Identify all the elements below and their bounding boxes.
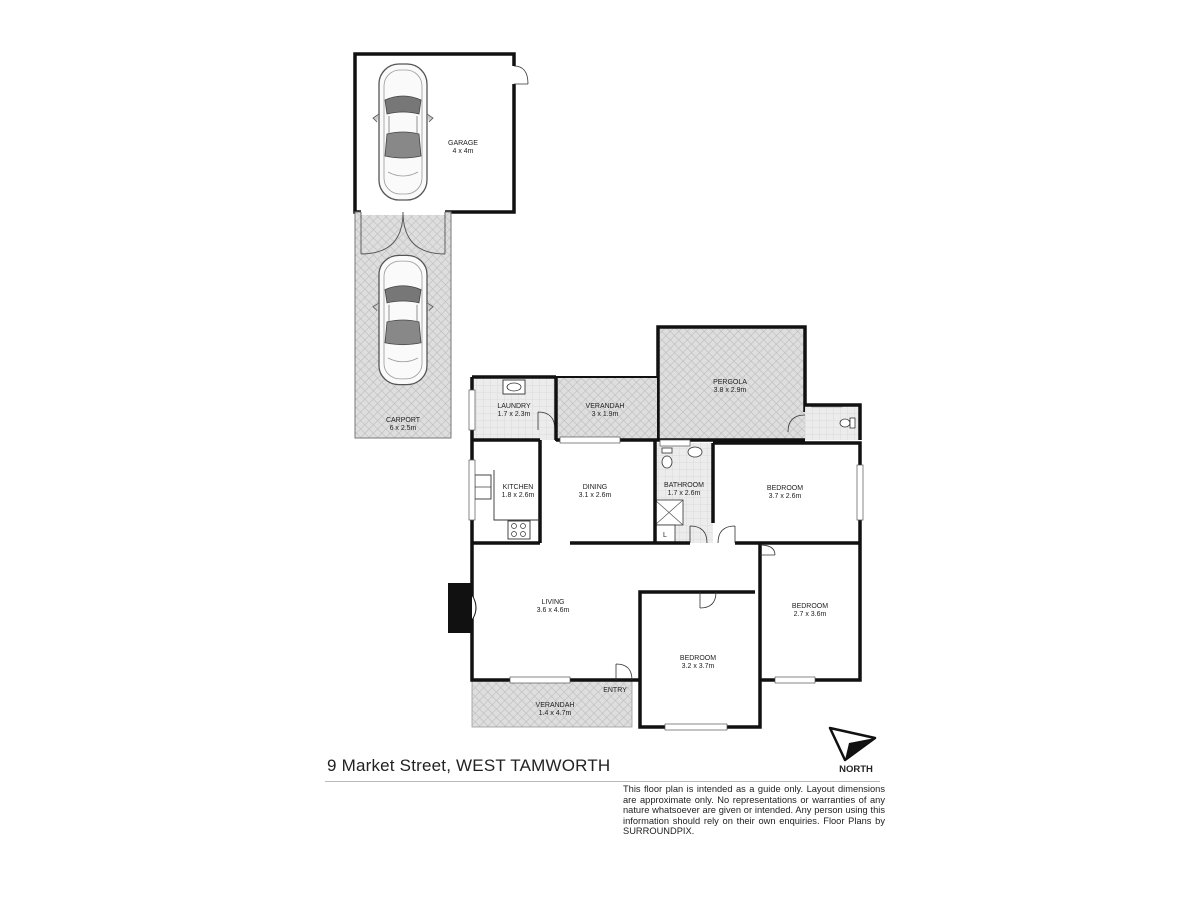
toilet-icon (839, 418, 851, 428)
linen-label: L (663, 532, 667, 539)
pergola-label: PERGOLA (713, 379, 747, 386)
front-verandah-area (471, 679, 633, 728)
north-label: NORTH (839, 764, 873, 775)
bedroom-2-size: 2.7 x 3.6m (794, 611, 827, 618)
laundry-label: LAUNDRY (497, 403, 531, 410)
fireplace-icon (448, 583, 472, 633)
dining-size: 3.1 x 2.6m (579, 492, 612, 499)
bathroom-basin-icon (687, 446, 703, 458)
dining-label: DINING (583, 484, 608, 491)
garage-label: GARAGE (448, 140, 478, 147)
entry-label: ENTRY (603, 687, 627, 694)
garage-car-icon (372, 63, 434, 201)
living-label: LIVING (542, 599, 565, 606)
carport-label: CARPORT (386, 417, 421, 424)
rear-verandah-size: 3 x 1.9m (592, 411, 619, 418)
doors (615, 525, 776, 681)
toilet-door (787, 414, 806, 433)
bathroom-label: BATHROOM (664, 482, 704, 489)
garage-side-door (513, 65, 529, 85)
carport-size: 6 x 2.5m (390, 425, 417, 432)
north-arrow-icon (828, 726, 877, 762)
kitchen-size: 1.8 x 2.6m (502, 492, 535, 499)
garage-size: 4 x 4m (452, 148, 473, 155)
disclaimer-text: This floor plan is intended as a guide o… (623, 784, 885, 837)
laundry-tub-icon (502, 379, 526, 395)
divider-line (325, 781, 880, 782)
bedroom-3-size: 3.2 x 3.7m (682, 663, 715, 670)
bathroom-size: 1.7 x 2.6m (668, 490, 701, 497)
kitchen-bench (493, 470, 540, 521)
bedroom-2-label: BEDROOM (792, 603, 828, 610)
rear-verandah-label: VERANDAH (586, 403, 625, 410)
living-size: 3.6 x 4.6m (537, 607, 570, 614)
laundry-size: 1.7 x 2.3m (498, 411, 531, 418)
windows (468, 389, 864, 731)
pergola-area (658, 327, 805, 440)
front-verandah-label: VERANDAH (536, 702, 575, 709)
garage-door-right (402, 211, 446, 255)
bedroom-3-label: BEDROOM (680, 655, 716, 662)
bathroom-toilet-icon (661, 455, 673, 469)
pergola-size: 3.8 x 2.9m (714, 387, 747, 394)
carport-car-icon (372, 254, 434, 386)
kitchen-label: KITCHEN (503, 484, 534, 491)
cooktop-icon (507, 520, 531, 540)
bedroom-1-label: BEDROOM (767, 485, 803, 492)
garage-door-left (360, 211, 404, 255)
property-address: 9 Market Street, WEST TAMWORTH (327, 756, 611, 775)
bedroom-1-size: 3.7 x 2.6m (769, 493, 802, 500)
front-verandah-size: 1.4 x 4.7m (539, 710, 572, 717)
